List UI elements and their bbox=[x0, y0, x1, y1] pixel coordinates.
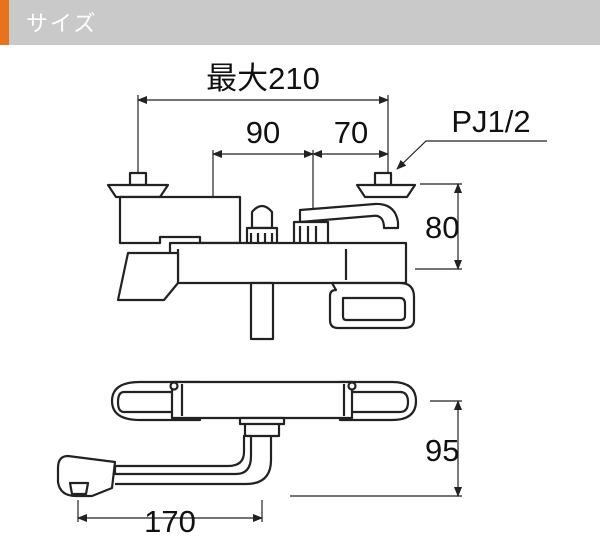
section-title: サイズ bbox=[26, 12, 98, 37]
dimension-lines bbox=[77, 95, 547, 522]
thread-leader bbox=[396, 140, 547, 170]
dim-label-80: 80 bbox=[425, 210, 459, 245]
faucet-body-plan bbox=[170, 380, 354, 420]
faucet-plan-view bbox=[56, 380, 418, 498]
dim-label-170: 170 bbox=[144, 504, 196, 539]
dim-label-95: 95 bbox=[425, 433, 459, 468]
spout-pipe bbox=[113, 434, 253, 476]
faucet-main-body bbox=[168, 241, 408, 285]
header-accent-bar bbox=[0, 0, 9, 45]
center-cartridge bbox=[245, 204, 279, 250]
outlet-pipe bbox=[249, 281, 275, 341]
dim-label-70: 70 bbox=[334, 115, 368, 150]
left-handle-block bbox=[118, 195, 242, 245]
left-end-block bbox=[116, 251, 180, 302]
faucet-front-view bbox=[106, 171, 417, 341]
right-elbow-pipe bbox=[292, 202, 400, 246]
dim-label-max-width: 最大210 bbox=[206, 61, 320, 96]
left-connection-nut bbox=[106, 171, 170, 199]
right-connection-nut bbox=[355, 171, 417, 199]
dim-label-thread: PJ1/2 bbox=[451, 104, 530, 139]
section-header: サイズ bbox=[0, 0, 600, 45]
dim-label-90: 90 bbox=[246, 115, 280, 150]
